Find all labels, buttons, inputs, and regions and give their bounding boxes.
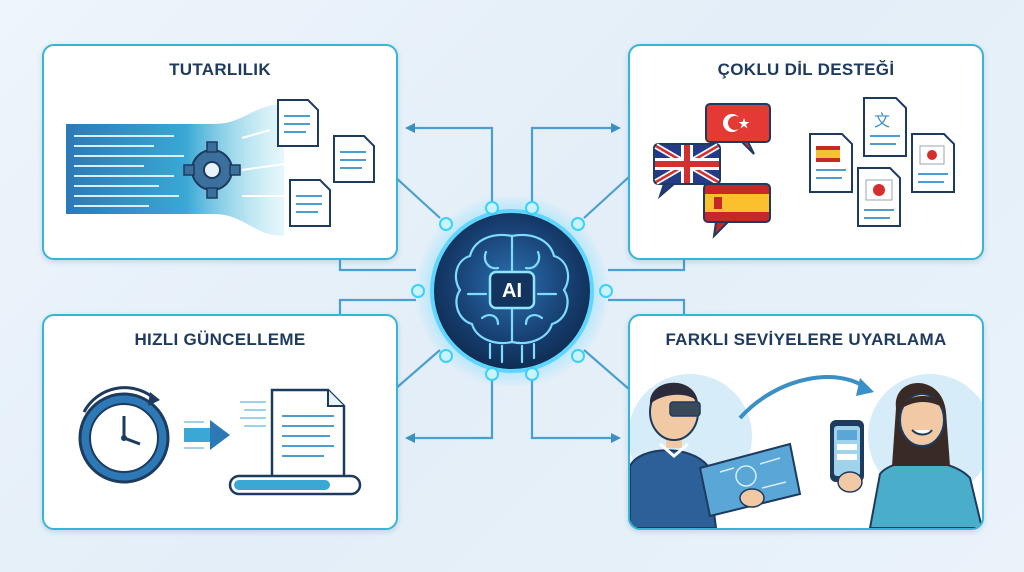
multilingual-panel: 文 ÇOKLU DİL DESTEĞİ [628,44,984,260]
fast-update-illustration [78,386,362,496]
panel-title: HIZLI GÜNCELLEME [134,330,306,349]
japan-flag-icon [865,145,945,201]
panel-title: FARKLI SEVİYELERE UYARLAMA [665,330,947,349]
arrow-to-fast-update [405,372,494,443]
consistency-panel: TUTARLILIK [42,44,398,260]
arrow-to-level-adapt [530,372,621,443]
hub-label: AI [502,280,522,302]
translate-icon: 文 [874,111,890,130]
multilingual-illustration: 文 [653,97,955,239]
consistency-illustration [66,99,375,236]
arrow-right-icon [184,420,230,450]
fast-update-panel: HIZLI GÜNCELLEME [42,314,398,530]
gear-icon [183,141,241,199]
man-figure [630,382,718,528]
progress-bar-icon [228,474,362,496]
turkey-flag-icon [705,103,771,155]
document-icon [270,388,346,480]
tablet-icon [698,442,802,518]
spain-flag-icon [703,183,771,239]
ai-hub: AI [411,196,613,386]
smartphone-icon [830,420,864,493]
arrow-to-consistency [405,123,494,214]
arrow-to-multilingual [530,123,621,214]
spain-flag-small [816,146,840,162]
level-adapt-illustration [630,374,982,528]
panel-title: ÇOKLU DİL DESTEĞİ [717,60,895,79]
clock-icon [78,386,170,484]
uk-flag-icon [653,143,721,200]
level-adapt-panel: FARKLI SEVİYELERE UYARLAMA [628,314,984,530]
woman-figure [868,383,982,528]
panel-title: TUTARLILIK [169,60,271,79]
brain-circuit-icon [454,233,570,364]
